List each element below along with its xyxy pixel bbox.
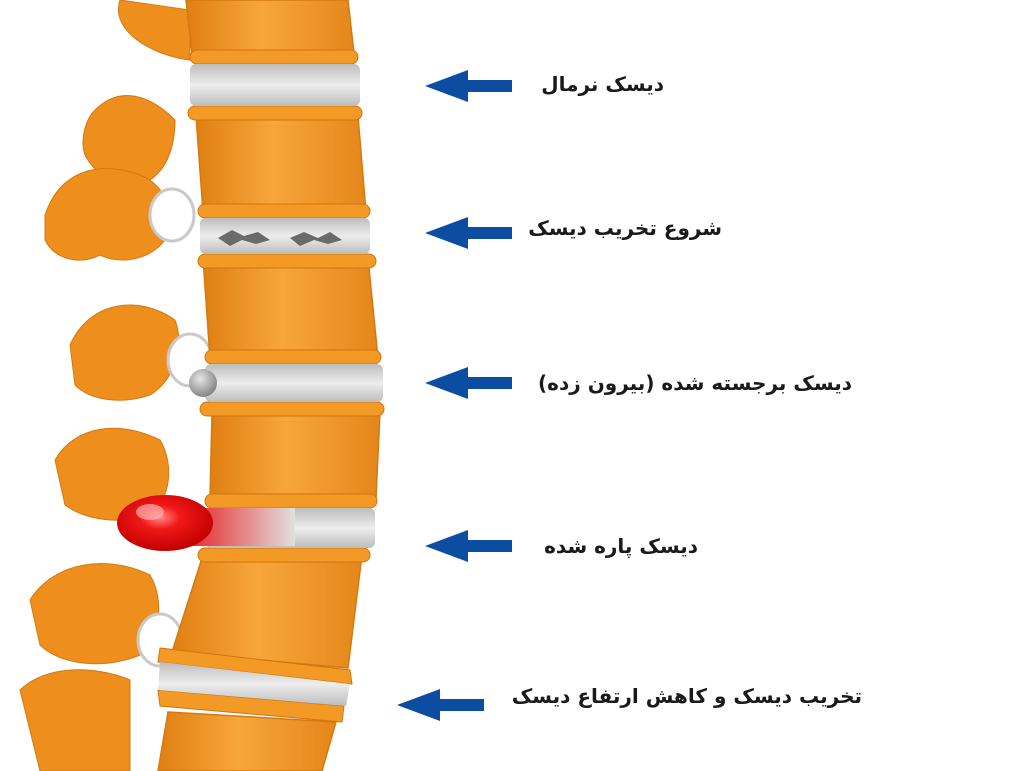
disc-normal	[190, 64, 360, 106]
label-normal-disc: دیسک نرمال	[541, 72, 664, 96]
disc-bulging	[205, 364, 383, 402]
label-bulging-disc: دیسک برجسته شده (بیرون زده)	[538, 371, 852, 395]
arrow-left-icon	[425, 367, 512, 399]
arrow-left-icon	[425, 217, 512, 249]
label-ruptured-disc: دیسک پاره شده	[544, 534, 698, 558]
vertebral-processes	[19, 0, 191, 771]
disc-degenerating	[200, 218, 370, 254]
pointer-arrows	[397, 70, 512, 721]
arrow-left-icon	[397, 689, 484, 721]
label-degeneration-height-loss: تخریب دیسک و کاهش ارتفاع دیسک	[511, 684, 862, 708]
arrow-left-icon	[425, 530, 512, 562]
disc-bulge	[189, 369, 217, 397]
label-degeneration-start: شروع تخریب دیسک	[528, 216, 722, 240]
disc-thinned	[158, 662, 350, 706]
arrow-left-icon	[425, 70, 512, 102]
vertebral-bodies	[157, 0, 381, 771]
disc-rupture	[117, 495, 295, 551]
disc-cracks	[218, 230, 342, 246]
